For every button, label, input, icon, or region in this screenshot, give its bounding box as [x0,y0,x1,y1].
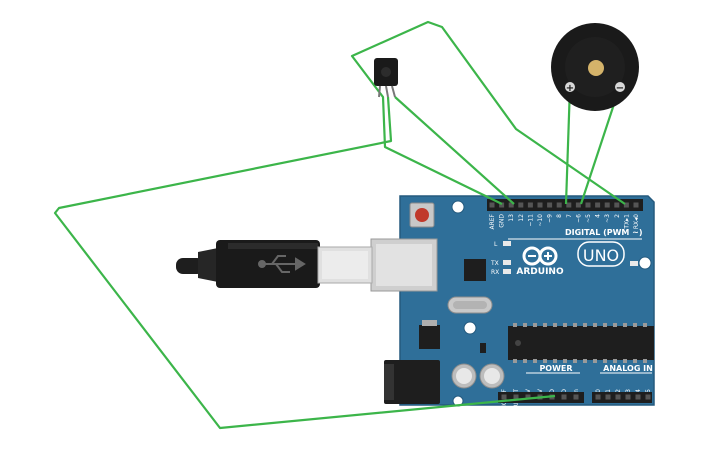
digital-pin-label: ~9 [547,214,554,223]
power-pin-hole[interactable] [561,394,567,400]
reset-button[interactable] [409,202,435,228]
led-l [503,241,511,246]
capacitor [479,363,505,389]
led-on-label: ON [640,261,649,268]
digital-pin-label: AREF [489,213,496,229]
digital-pin-label: 12 [518,214,525,222]
power-pin-hole[interactable] [513,394,519,400]
digital-pin-hole[interactable] [547,202,553,208]
piezo-buzzer[interactable]: + − [551,23,639,111]
digital-pin-hole[interactable] [585,202,591,208]
led-tx [503,260,511,265]
digital-label: DIGITAL (PWM ~) [565,228,643,237]
analog-label: ANALOG IN [603,364,653,373]
digital-pin-hole[interactable] [537,202,543,208]
digital-pin-hole[interactable] [527,202,533,208]
digital-pin-label: ~11 [527,214,534,227]
digital-pin-label: TX▸1 [623,214,630,230]
digital-pin-hole[interactable] [499,202,505,208]
led-tx-label: TX [490,260,499,267]
power-label: POWER [539,364,572,373]
mounting-hole [463,321,477,335]
buzzer-center [588,60,604,76]
analog-header[interactable] [592,392,652,403]
wire-receiver-to-digital[interactable] [394,96,515,205]
ir-receiver[interactable] [374,58,398,98]
capacitor [451,363,477,389]
crystal-oscillator [447,296,493,314]
buzzer-plus-label: + [566,83,574,94]
led-rx-label: RX [491,269,499,276]
digital-pin-hole[interactable] [518,202,524,208]
dc-power-jack [384,360,440,404]
digital-pin-hole[interactable] [556,202,562,208]
digital-pin-hole[interactable] [508,202,514,208]
digital-pin-hole[interactable] [623,202,629,208]
analog-pin-hole[interactable] [595,394,601,400]
wire-buzzer-plus[interactable] [564,85,572,205]
wires[interactable] [53,20,626,430]
usb-cable[interactable] [176,240,373,288]
analog-pin-hole[interactable] [615,394,621,400]
digital-pin-hole[interactable] [575,202,581,208]
digital-pin-hole[interactable] [614,202,620,208]
digital-pin-label: RX◂0 [633,214,640,229]
uno-model: UNO [583,246,619,265]
atmega-chip [508,323,654,363]
digital-pin-label: 4 [595,214,602,218]
voltage-regulator [419,325,440,349]
led-rx [503,269,511,274]
led-on [630,261,638,266]
analog-pin-hole[interactable] [605,394,611,400]
digital-pin-label: GND [499,214,506,228]
analog-pin-hole[interactable] [645,394,651,400]
digital-pin-hole[interactable] [604,202,610,208]
digital-header[interactable] [487,199,643,211]
power-pin-hole[interactable] [573,394,579,400]
wire-gnd-to-receiver[interactable] [350,20,626,205]
mounting-hole [638,256,652,270]
usb-port [370,238,438,292]
power-pin-hole[interactable] [501,394,507,400]
digital-pin-label: 7 [566,214,573,218]
buzzer-minus-label: − [616,83,624,94]
digital-pin-label: ~10 [537,214,544,227]
digital-pin-label: 2 [614,214,621,218]
digital-pin-hole[interactable] [595,202,601,208]
arduino-logo [522,246,558,266]
usb-chip [464,259,486,281]
analog-pin-hole[interactable] [625,394,631,400]
digital-pin-label: ~6 [575,214,582,223]
wire-5v-to-receiver[interactable] [53,96,556,430]
digital-pin-label: 13 [508,214,515,222]
digital-pin-hole[interactable] [566,202,572,208]
digital-pin-label: 8 [556,214,563,218]
arduino-brand: ARDUINO [516,267,564,277]
digital-pin-label: ~3 [604,214,611,223]
digital-pin-label: ~5 [585,214,592,223]
led-l-label: L [494,241,498,248]
power-pin-hole[interactable] [525,394,531,400]
digital-pin-hole[interactable] [489,202,495,208]
mounting-hole [451,200,465,214]
usb-symbol-icon [258,255,306,273]
analog-pin-hole[interactable] [635,394,641,400]
digital-pin-hole[interactable] [633,202,639,208]
